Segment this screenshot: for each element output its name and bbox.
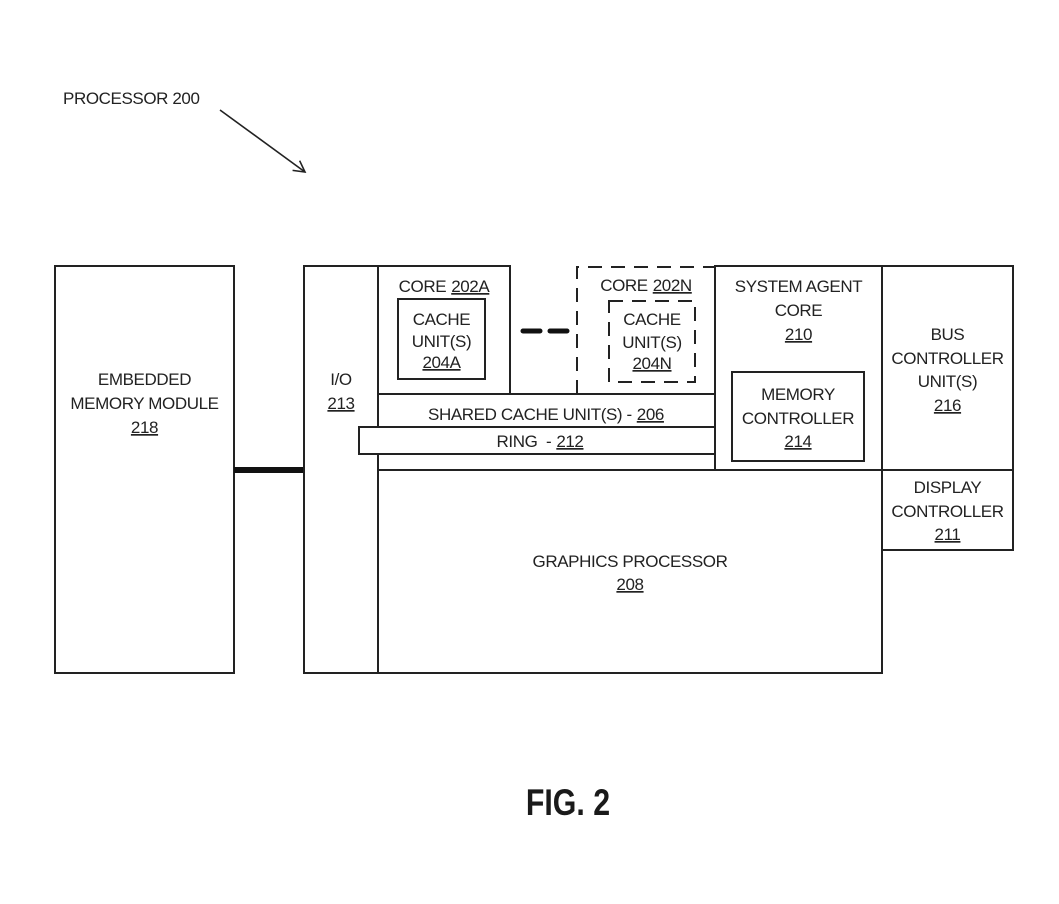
cache-unit-a-box [397,298,486,380]
block-label: CONTROLLER [742,409,854,428]
block-label: I/O [330,370,352,389]
graphics-processor-block: GRAPHICS PROCESSOR 208 [377,469,883,674]
graphics-processor-box [377,469,883,674]
block-label: EMBEDDED [98,370,191,389]
io-box [303,265,379,674]
block-label: UNIT(S) [918,372,978,391]
reference-number: 208 [616,575,643,594]
block-label: CACHE [413,310,471,329]
block-label: MEMORY [761,385,835,404]
reference-number: 216 [934,396,961,415]
reference-number: 202A [451,277,490,296]
processor-label: PROCESSOR 200 [63,89,200,108]
block-label: CACHE [623,310,681,329]
block-label: CONTROLLER [891,349,1003,368]
block-label: BUS [931,325,965,344]
reference-number: 202N [653,276,692,295]
block-label: MEMORY MODULE [70,394,218,413]
figure-caption: FIG. 2 [526,782,610,824]
reference-number: 206 [637,405,664,424]
io-block: I/O 213 [303,265,379,674]
block-label: GRAPHICS PROCESSOR [533,552,728,571]
reference-number: 213 [327,394,354,413]
block-label: SYSTEM AGENT [735,277,862,296]
block-label: UNIT(S) [412,332,472,351]
reference-number: 204A [422,353,461,372]
reference-number: 210 [785,325,812,344]
reference-number: 212 [556,432,583,451]
embedded-memory-module-box [54,265,235,674]
ring-block: RING -212 [358,426,722,455]
cache-unit-n-dashed-box [608,300,696,383]
pointer-arrow-icon [219,109,307,173]
bus-controller-box [881,265,1014,471]
reference-number: 211 [935,525,961,544]
block-label: CONTROLLER [891,502,1003,521]
reference-number: 214 [784,432,811,451]
block-label: UNIT(S) [622,333,682,352]
embedded-memory-module-block: EMBEDDED MEMORY MODULE 218 [54,265,235,674]
bus-controller-block: BUS CONTROLLER UNIT(S) 216 [881,265,1014,471]
system-agent-core-block: SYSTEM AGENT CORE 210 MEMORY CONTROLLER … [714,265,883,471]
ring-label: RING -212 [497,432,584,451]
ring-box [358,426,722,455]
block-label: CORE [775,301,823,320]
reference-number: 218 [131,418,158,437]
shared-cache-label: SHARED CACHE UNIT(S) -206 [428,405,664,424]
memory-controller-box [731,371,865,462]
core-n-dashed-outline [576,266,715,394]
reference-number: 204N [632,354,671,373]
block-label: DISPLAY [914,478,982,497]
display-controller-box [881,469,1014,551]
display-controller-block: DISPLAY CONTROLLER 211 [881,469,1014,551]
